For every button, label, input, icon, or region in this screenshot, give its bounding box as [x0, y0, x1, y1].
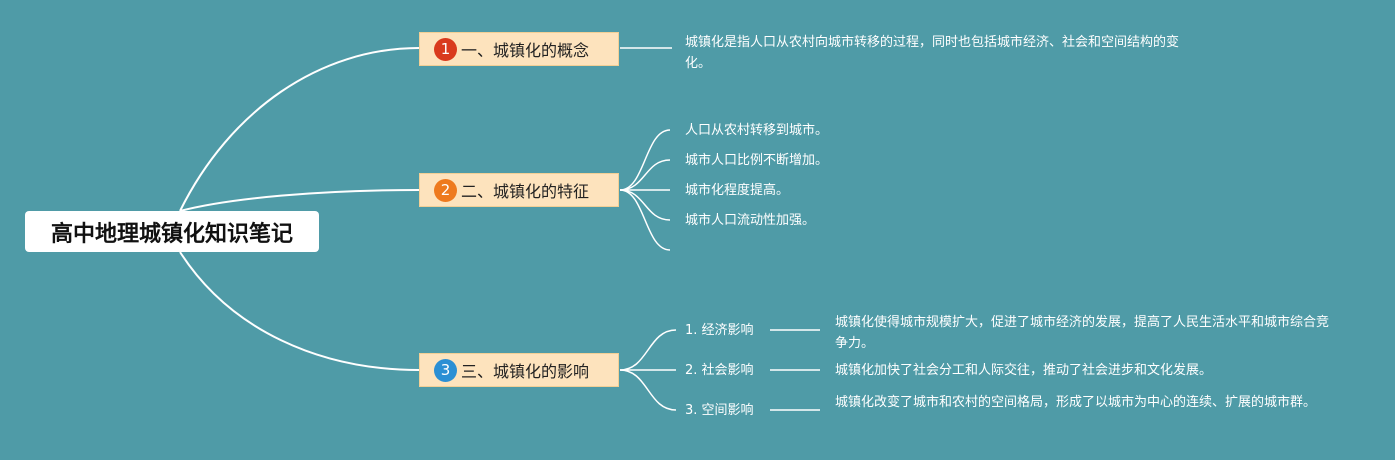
link-root-branch-2	[179, 189, 420, 212]
branch-node-concept[interactable]: 1 一、城镇化的概念	[419, 32, 619, 66]
impact-spatial-text: 城镇化改变了城市和农村的空间格局，形成了以城市为中心的连续、扩展的城市群。	[835, 395, 1317, 410]
branch-node-features[interactable]: 2 二、城镇化的特征	[419, 173, 619, 207]
number-badge-2: 2	[434, 178, 457, 202]
link-branch-2-item-4	[619, 189, 671, 221]
concept-text: 城镇化是指人口从农村向城市转移的过程，同时也包括城市经济、社会和空间结构的变化。	[685, 35, 1180, 71]
branch-node-impacts[interactable]: 3 三、城镇化的影响	[419, 353, 619, 387]
link-branch-2-item-2	[619, 159, 671, 191]
number-badge-1: 1	[434, 37, 457, 61]
impact-economic-text: 城镇化使得城市规模扩大，促进了城市经济的发展，提高了人民生活水平和城市综合竞争力…	[835, 315, 1330, 351]
feature-item: 人口从农村转移到城市。	[685, 123, 829, 138]
link-branch-3-item-1	[619, 329, 677, 371]
root-node[interactable]: 高中地理城镇化知识笔记	[25, 211, 319, 252]
link-root-branch-1	[179, 47, 420, 212]
root-title: 高中地理城镇化知识笔记	[50, 221, 293, 247]
feature-item: 城市人口流动性加强。	[685, 213, 816, 228]
number-badge-3: 3	[434, 358, 457, 382]
branch-label: 一、城镇化的概念	[461, 41, 590, 60]
impact-economic-label: 1. 经济影响	[685, 323, 754, 338]
link-branch-2-item-5	[619, 189, 671, 251]
feature-item: 城市人口比例不断增加。	[685, 153, 829, 168]
link-branch-3-item-3	[619, 369, 677, 411]
impact-social-label: 2. 社会影响	[685, 363, 754, 378]
impact-social-text: 城镇化加快了社会分工和人际交往，推动了社会进步和文化发展。	[835, 363, 1213, 378]
link-branch-2-item-1	[619, 129, 671, 191]
branch-label: 二、城镇化的特征	[461, 182, 590, 201]
link-root-branch-3	[179, 251, 420, 371]
feature-item: 城市化程度提高。	[685, 183, 790, 198]
branch-label: 三、城镇化的影响	[461, 362, 590, 381]
impact-spatial-label: 3. 空间影响	[685, 403, 754, 418]
